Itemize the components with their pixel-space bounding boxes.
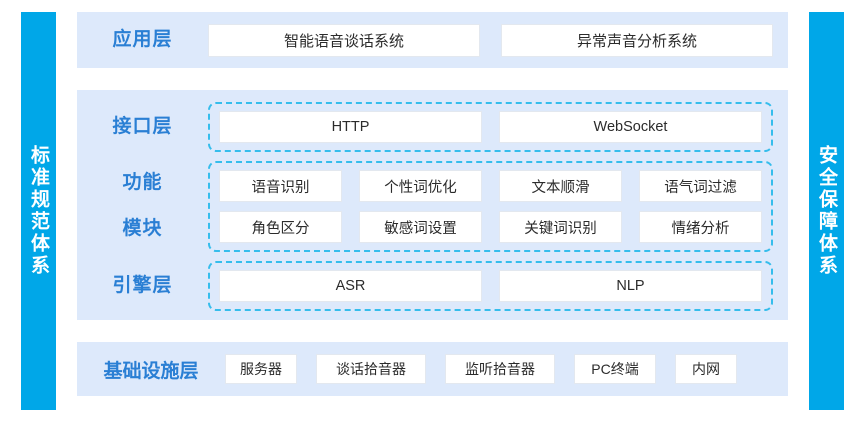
function-item-modal-particle-filtering[interactable]: 语气词过滤	[639, 170, 762, 202]
function-item-keyword-recognition[interactable]: 关键词识别	[499, 211, 622, 243]
function-item-personalized-word-optimization[interactable]: 个性词优化	[359, 170, 482, 202]
application-layer-items: 智能语音谈话系统 异常声音分析系统	[208, 23, 788, 57]
function-item-sentiment-analysis[interactable]: 情绪分析	[639, 211, 762, 243]
function-module-row-1: 语音识别 个性词优化 文本顺滑 语气词过滤	[219, 170, 762, 202]
left-vertical-bar-label: 标准规范体系	[28, 145, 49, 277]
interface-layer-label: 接口层	[112, 115, 173, 137]
app-item-abnormal-sound-analysis-system[interactable]: 异常声音分析系统	[501, 23, 773, 57]
infrastructure-layer-panel: 基础设施层 服务器 谈话拾音器 监听拾音器 PC终端 内网	[77, 342, 788, 396]
app-item-intelligent-voice-conversation-system[interactable]: 智能语音谈话系统	[208, 23, 480, 57]
function-item-sensitive-word-settings[interactable]: 敏感词设置	[359, 211, 482, 243]
left-vertical-bar-standard-system: 标准规范体系	[21, 12, 56, 410]
infrastructure-layer-items: 服务器 谈话拾音器 监听拾音器 PC终端 内网	[225, 354, 788, 384]
infra-item-pc-terminal[interactable]: PC终端	[574, 354, 656, 384]
engine-layer-items: ASR NLP	[219, 270, 762, 302]
engine-item-asr[interactable]: ASR	[219, 270, 482, 302]
application-layer-panel: 应用层 智能语音谈话系统 异常声音分析系统	[77, 12, 788, 68]
interface-layer-group: 接口层 HTTP WebSocket	[77, 102, 788, 152]
right-vertical-bar-label: 安全保障体系	[816, 145, 837, 277]
engine-layer-group: 引擎层 ASR NLP	[77, 261, 788, 311]
application-layer-row: 应用层 智能语音谈话系统 异常声音分析系统	[77, 23, 788, 57]
interface-item-websocket[interactable]: WebSocket	[499, 111, 762, 143]
engine-layer-label: 引擎层	[112, 274, 173, 296]
function-module-label: 功能 模块	[77, 161, 208, 252]
interface-layer-items: HTTP WebSocket	[219, 111, 762, 143]
infra-item-conversation-microphone[interactable]: 谈话拾音器	[316, 354, 426, 384]
infrastructure-layer-row: 基础设施层 服务器 谈话拾音器 监听拾音器 PC终端 内网	[77, 354, 788, 384]
function-module-group: 功能 模块 语音识别 个性词优化 文本顺滑 语气词过滤 角色区分 敏感词设置 关…	[77, 161, 788, 252]
infra-item-intranet[interactable]: 内网	[675, 354, 737, 384]
engine-layer-dashed-group: ASR NLP	[208, 261, 773, 311]
infra-item-monitoring-microphone[interactable]: 监听拾音器	[445, 354, 555, 384]
interface-item-http[interactable]: HTTP	[219, 111, 482, 143]
function-module-label-line1: 功能	[122, 172, 163, 194]
function-item-role-separation[interactable]: 角色区分	[219, 211, 342, 243]
interface-layer-dashed-group: HTTP WebSocket	[208, 102, 773, 152]
function-module-label-line2: 模块	[122, 217, 163, 239]
infrastructure-layer-label: 基础设施层	[103, 360, 199, 382]
function-module-dashed-group: 语音识别 个性词优化 文本顺滑 语气词过滤 角色区分 敏感词设置 关键词识别 情…	[208, 161, 773, 252]
engine-item-nlp[interactable]: NLP	[499, 270, 762, 302]
application-layer-label: 应用层	[112, 28, 173, 50]
architecture-stack: 应用层 智能语音谈话系统 异常声音分析系统 接口层 HTTP WebSocket…	[77, 12, 788, 396]
function-item-speech-recognition[interactable]: 语音识别	[219, 170, 342, 202]
right-vertical-bar-security-system: 安全保障体系	[809, 12, 844, 410]
core-layers-panel: 接口层 HTTP WebSocket 功能 模块 语音识别 个性词优化 文本顺滑…	[77, 90, 788, 320]
function-module-row-2: 角色区分 敏感词设置 关键词识别 情绪分析	[219, 211, 762, 243]
infra-item-server[interactable]: 服务器	[225, 354, 297, 384]
function-item-text-smoothing[interactable]: 文本顺滑	[499, 170, 622, 202]
